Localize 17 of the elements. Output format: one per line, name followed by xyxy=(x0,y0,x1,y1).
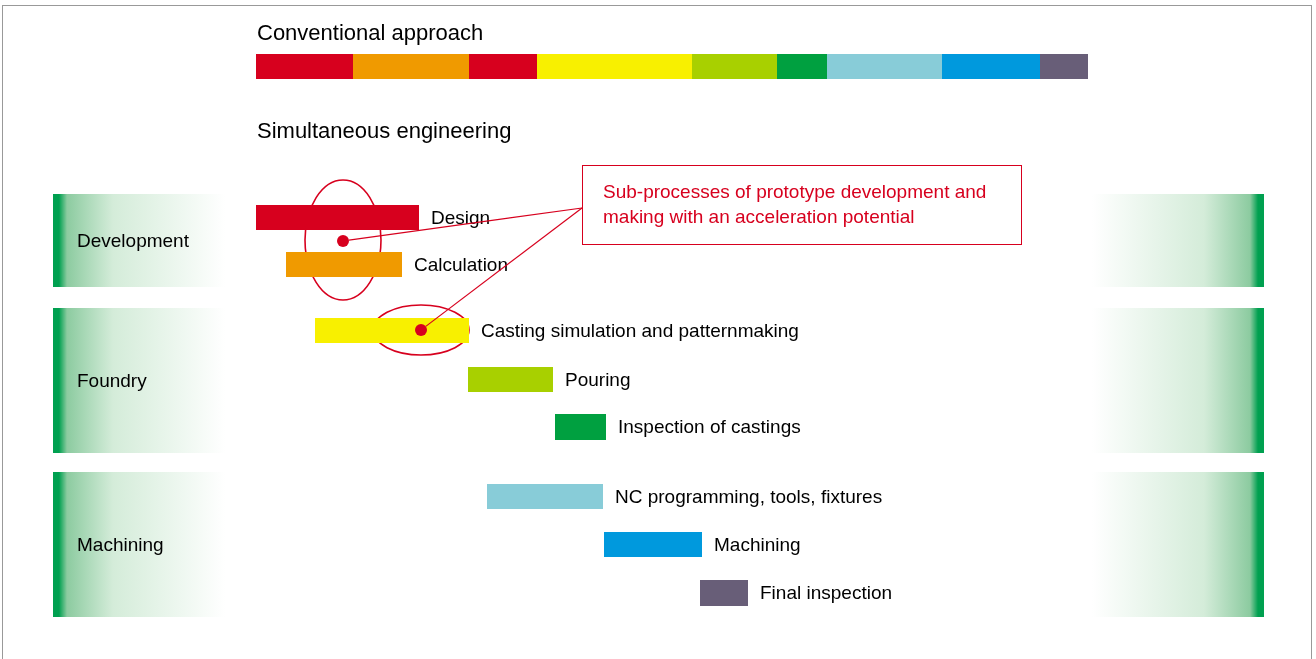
band-label: Foundry xyxy=(77,369,147,393)
leader-line xyxy=(348,207,583,241)
leader-line xyxy=(425,207,583,327)
leader-dot xyxy=(337,235,349,247)
task-label: Final inspection xyxy=(760,581,893,605)
task-label: Machining xyxy=(714,533,801,557)
heading: Conventional approach xyxy=(257,20,484,46)
task-label: Calculation xyxy=(414,253,508,277)
task-label: Pouring xyxy=(565,368,631,392)
task-label: Inspection of castings xyxy=(618,415,801,439)
band-label: Development xyxy=(77,229,189,253)
task-label: Design xyxy=(431,206,491,230)
task-label: Casting simulation and patternmaking xyxy=(481,319,799,343)
band-label: Machining xyxy=(77,533,164,557)
task-label: NC programming, tools, fixtures xyxy=(615,485,883,509)
callout-box: Sub-processes of prototype development and making with an acceleration potential xyxy=(582,165,1022,245)
heading: Simultaneous engineering xyxy=(257,118,512,144)
